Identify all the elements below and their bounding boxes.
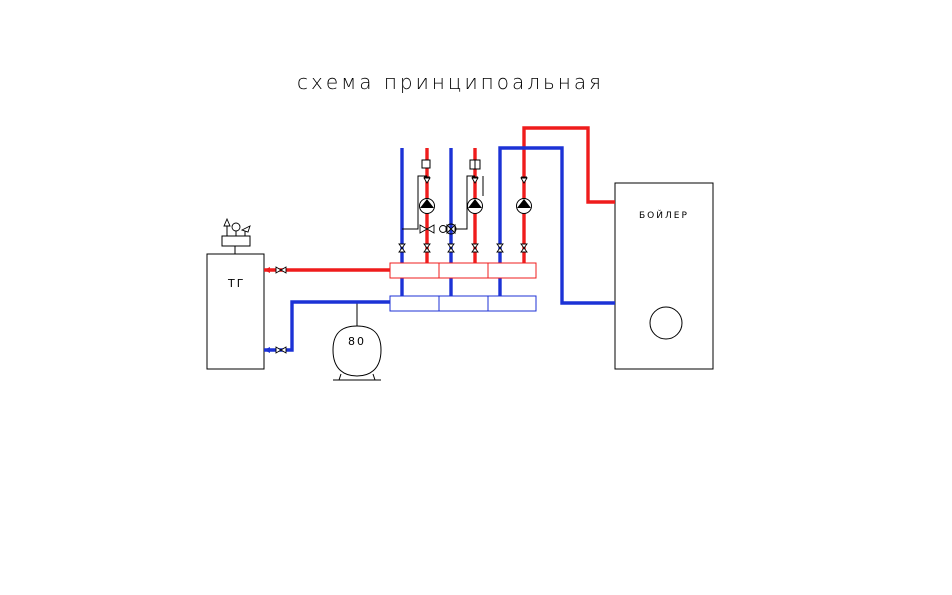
pump-group-2 bbox=[439, 159, 484, 235]
three-way-valve-icon bbox=[419, 224, 435, 234]
pump-group-1 bbox=[402, 159, 435, 234]
return-manifold bbox=[389, 295, 537, 312]
pump-icon bbox=[419, 198, 435, 214]
water-heater-boiler: БОЙЛЕР bbox=[614, 182, 714, 370]
valve-icon bbox=[264, 266, 287, 354]
gas-boiler-label: ТГ bbox=[227, 277, 245, 290]
boiler-coil-circle bbox=[649, 306, 683, 340]
expansion-tank-label: 80 bbox=[348, 335, 366, 348]
diagram-title: схема принципоальная bbox=[297, 70, 604, 94]
return-pipes bbox=[264, 146, 615, 352]
pump-icon bbox=[467, 198, 483, 214]
expansion-tank: 80 bbox=[332, 303, 382, 381]
gas-boiler: ТГ bbox=[206, 217, 265, 370]
supply-manifold bbox=[389, 262, 537, 279]
three-way-valve-icon bbox=[439, 223, 457, 235]
safety-group-icon bbox=[221, 217, 251, 254]
valve-icon bbox=[398, 243, 528, 253]
water-heater-label: БОЙЛЕР bbox=[639, 209, 689, 221]
pump-icon bbox=[516, 198, 532, 214]
